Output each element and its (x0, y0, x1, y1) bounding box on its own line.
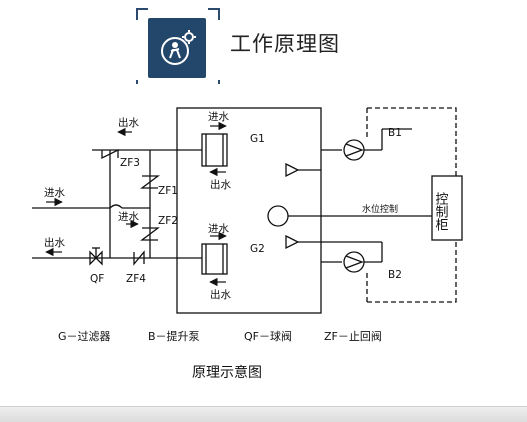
label-g1-in: 进水 (208, 111, 229, 123)
label-inlet: 进水 (44, 187, 65, 199)
label-zf4: ZF4 (126, 273, 146, 285)
diagram-panel: 出水 ZF3 ZF1 ZF2 ZF4 QF 进水 出水 进水 G1 G2 进水 … (32, 84, 498, 402)
gear-person-icon (161, 30, 196, 65)
label-zf3: ZF3 (120, 157, 140, 169)
frame-corner (136, 8, 148, 20)
label-mid-inlet: 进水 (118, 211, 139, 223)
label-g2: G2 (250, 243, 265, 255)
diagram-caption: 原理示意图 (192, 364, 262, 381)
label-g1: G1 (250, 133, 265, 145)
control-cabinet (431, 175, 463, 241)
tank-box (176, 107, 322, 314)
label-control-cabinet: 控制柜 (433, 192, 449, 231)
check-valve-zf3 (101, 148, 119, 160)
label-g1-out: 出水 (210, 178, 231, 191)
check-valve-zf2 (140, 227, 160, 241)
check-valve-zf1 (140, 175, 160, 189)
label-b2: B2 (388, 269, 402, 281)
check-valve-zf4 (133, 250, 145, 266)
legend-item-pump: B－提升泵 (148, 330, 200, 343)
level-marker-low (285, 234, 300, 250)
filter-g2 (201, 243, 228, 275)
label-level-control: 水位控制 (362, 203, 398, 215)
legend-item-check-valve: ZF－止回阀 (324, 329, 382, 343)
label-b1: B1 (388, 127, 402, 139)
page-title: 工作原理图 (230, 32, 340, 56)
legend-item-filter: G－过滤器 (58, 330, 111, 343)
label-top-outlet: 出水 (118, 116, 139, 129)
label-qf: QF (90, 273, 104, 285)
ball-valve-qf (89, 250, 103, 266)
legend-item-ball-valve: QF－球阀 (244, 329, 292, 343)
schematic-diagram: 出水 ZF3 ZF1 ZF2 ZF4 QF 进水 出水 进水 G1 G2 进水 … (32, 107, 463, 381)
label-g2-out: 出水 (210, 288, 231, 301)
filter-g1 (201, 133, 228, 167)
footer-bar (0, 406, 527, 422)
frame-corner (208, 8, 220, 20)
label-zf1: ZF1 (158, 185, 178, 197)
level-marker-high (285, 162, 300, 178)
label-outlet: 出水 (44, 236, 65, 249)
header-icon-box (148, 18, 206, 78)
label-g2-in: 进水 (208, 223, 229, 235)
level-sensor (267, 205, 289, 227)
label-zf2: ZF2 (158, 215, 178, 227)
